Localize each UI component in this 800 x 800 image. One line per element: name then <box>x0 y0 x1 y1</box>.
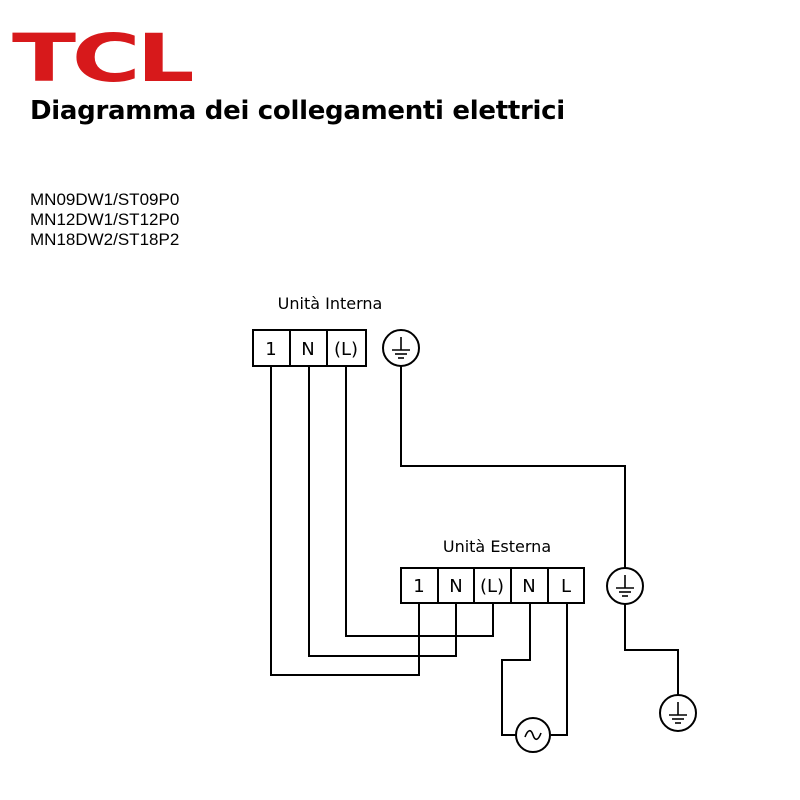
svg-text:TCL: TCL <box>12 26 192 86</box>
ground-wire-indoor <box>400 366 626 568</box>
ground-wire-outdoor <box>624 604 679 695</box>
wire-l <box>345 366 494 637</box>
wire-1 <box>270 366 420 676</box>
ground-icon <box>606 567 644 605</box>
model-item: MN09DW1/ST09P0 <box>30 190 180 209</box>
indoor-terminal-label: (L) <box>334 339 358 360</box>
tcl-logo: TCL <box>12 26 192 86</box>
ground-icon <box>659 694 697 732</box>
outdoor-terminal-label: 1 <box>413 576 424 597</box>
ac-source-icon <box>515 717 551 753</box>
ground-icon <box>382 329 420 367</box>
model-item: MN18DW2/ST18P2 <box>30 230 180 249</box>
model-list: MN09DW1/ST09P0 MN12DW1/ST12P0 MN18DW2/ST… <box>30 190 179 250</box>
model-item: MN12DW1/ST12P0 <box>30 210 180 229</box>
supply-wire-n <box>501 603 531 736</box>
wire-n <box>308 366 457 657</box>
outdoor-terminal-label: L <box>561 576 571 597</box>
supply-wire-l <box>551 603 568 736</box>
page-title: Diagramma dei collegamenti elettrici <box>30 96 565 126</box>
indoor-unit-label: Unità Interna <box>278 294 383 313</box>
outdoor-terminal-label: N <box>449 576 462 597</box>
outdoor-terminal-label: (L) <box>480 576 504 597</box>
outdoor-terminal-label: N <box>522 576 535 597</box>
outdoor-unit-label: Unità Esterna <box>443 537 551 556</box>
indoor-terminal-label: 1 <box>265 339 276 360</box>
indoor-terminal-label: N <box>301 339 314 360</box>
